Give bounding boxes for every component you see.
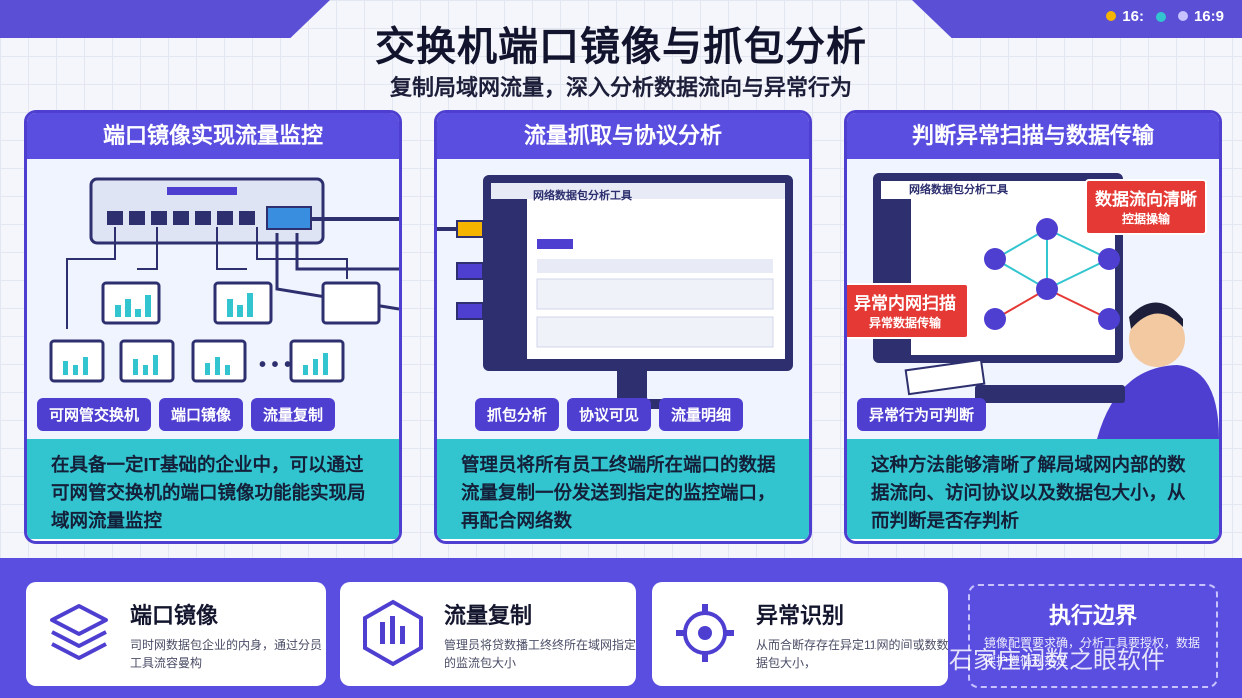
analyst-illustration: 数据流向清晰 控据操输 异常内网扫描 异常数据传输 网络数据包分析工具 异常行为… (847, 159, 1219, 439)
yellow-dot-icon (1106, 11, 1117, 21)
watermark: 知乎 @石家庄润数之眼软件 (870, 647, 1166, 674)
panel-description: 在具备一定IT基础的企业中，可以通过可网管交换机的端口镜像功能能实现局域网流量监… (27, 439, 399, 539)
header-corner-left (0, 0, 330, 38)
card-title: 异常识别 (756, 603, 845, 628)
ratio-indicator: 16: 16:9 (1106, 8, 1224, 25)
layers-icon (50, 604, 108, 660)
feature-card-traffic-copy: 流量复制 管理员将贷数播工终终所在域网指定的监流包大小 (340, 582, 636, 686)
lilac-dot-icon (1177, 11, 1188, 21)
bars-icon (363, 599, 423, 667)
page-title: 交换机端口镜像与抓包分析 (375, 25, 867, 69)
callout-subtitle: 控据操输 (1121, 212, 1170, 226)
monitor-illustration: 网络数据包分析工具 抓包分析 协议可见 流量明细 (437, 159, 809, 439)
panel-port-mirroring: 端口镜像实现流量监控 (24, 110, 402, 544)
teal-dot-icon (1155, 11, 1166, 22)
tag: 协议可见 (567, 398, 652, 431)
network-switch-icon: • • • (49, 177, 399, 383)
gear-shield-icon (676, 604, 734, 662)
card-description: 司时网数据包企业的内身，通过分员工具流容曼构 (130, 638, 323, 670)
tag: 抓包分析 (475, 398, 560, 431)
screen-title: 网络数据包分析工具 (909, 184, 1008, 196)
panel-title: 流量抓取与协议分析 (437, 113, 809, 159)
card-description: 从而合断存存在异定11网的间或数数据包大小， (756, 638, 949, 670)
svg-text:• • •: • • • (259, 354, 291, 376)
ratio-item: 16:9 (1177, 8, 1224, 25)
card-title: 流量复制 (444, 603, 533, 628)
switch-illustration: • • • 可网管交换机 端口镜像 流量复制 (27, 159, 399, 439)
screen-title: 网络数据包分析工具 (533, 190, 632, 202)
panel-tags: 可网管交换机 端口镜像 流量复制 (37, 398, 336, 431)
callout-flow-clear: 数据流向清晰 控据操输 (1085, 179, 1207, 235)
page-subtitle: 复制局域网流量，深入分析数据流向与异常行为 (389, 75, 852, 100)
exec-title: 执行边界 (1048, 603, 1137, 628)
feature-card-anomaly: 异常识别 从而合断存存在异定11网的间或数数据包大小， (652, 582, 948, 686)
panel-description: 管理员将所有员工终端所在端口的数据流量复制一份发送到指定的监控端口，再配合网络数 (437, 439, 809, 539)
execution-boundary-box: 执行边界 镜像配置要求确，分析工具要授权，数据保护遵循规范定 (968, 584, 1218, 688)
exec-description: 镜像配置要求确，分析工具要授权，数据保护遵循规范定 (984, 636, 1201, 668)
card-description: 管理员将贷数播工终终所在域网指定的监流包大小 (444, 638, 637, 670)
panel-description: 这种方法能够清晰了解局域网内部的数据流向、访问协议以及数据包大小，从而判断是否存… (847, 439, 1219, 539)
panel-title: 端口镜像实现流量监控 (27, 113, 399, 159)
callout-title: 异常内网扫描 (854, 294, 956, 313)
callout-subtitle: 异常数据传输 (868, 316, 941, 330)
ratio-item: 16: (1106, 8, 1144, 25)
tag: 端口镜像 (159, 398, 244, 431)
panel-title: 判断异常扫描与数据传输 (847, 113, 1219, 159)
callout-anomaly-scan: 异常内网扫描 异常数据传输 (847, 283, 969, 339)
tag: 流量复制 (251, 398, 336, 431)
feature-card-port-mirror: 端口镜像 司时网数据包企业的内身，通过分员工具流容曼构 (26, 582, 326, 686)
panel-tags: 异常行为可判断 (857, 398, 987, 431)
tag: 异常行为可判断 (857, 398, 987, 431)
tag: 可网管交换机 (37, 398, 152, 431)
card-title: 端口镜像 (130, 603, 219, 628)
tag: 流量明细 (659, 398, 744, 431)
panel-anomaly-detection: 判断异常扫描与数据传输 数据流向清晰 (844, 110, 1222, 544)
panel-capture-analysis: 流量抓取与协议分析 网络数据包分析工具 抓包分析 协议可见 流量明细 管理员将所… (434, 110, 812, 544)
callout-title: 数据流向清晰 (1095, 190, 1197, 209)
panel-tags: 抓包分析 协议可见 流量明细 (475, 398, 744, 431)
monitor-icon (437, 175, 793, 409)
